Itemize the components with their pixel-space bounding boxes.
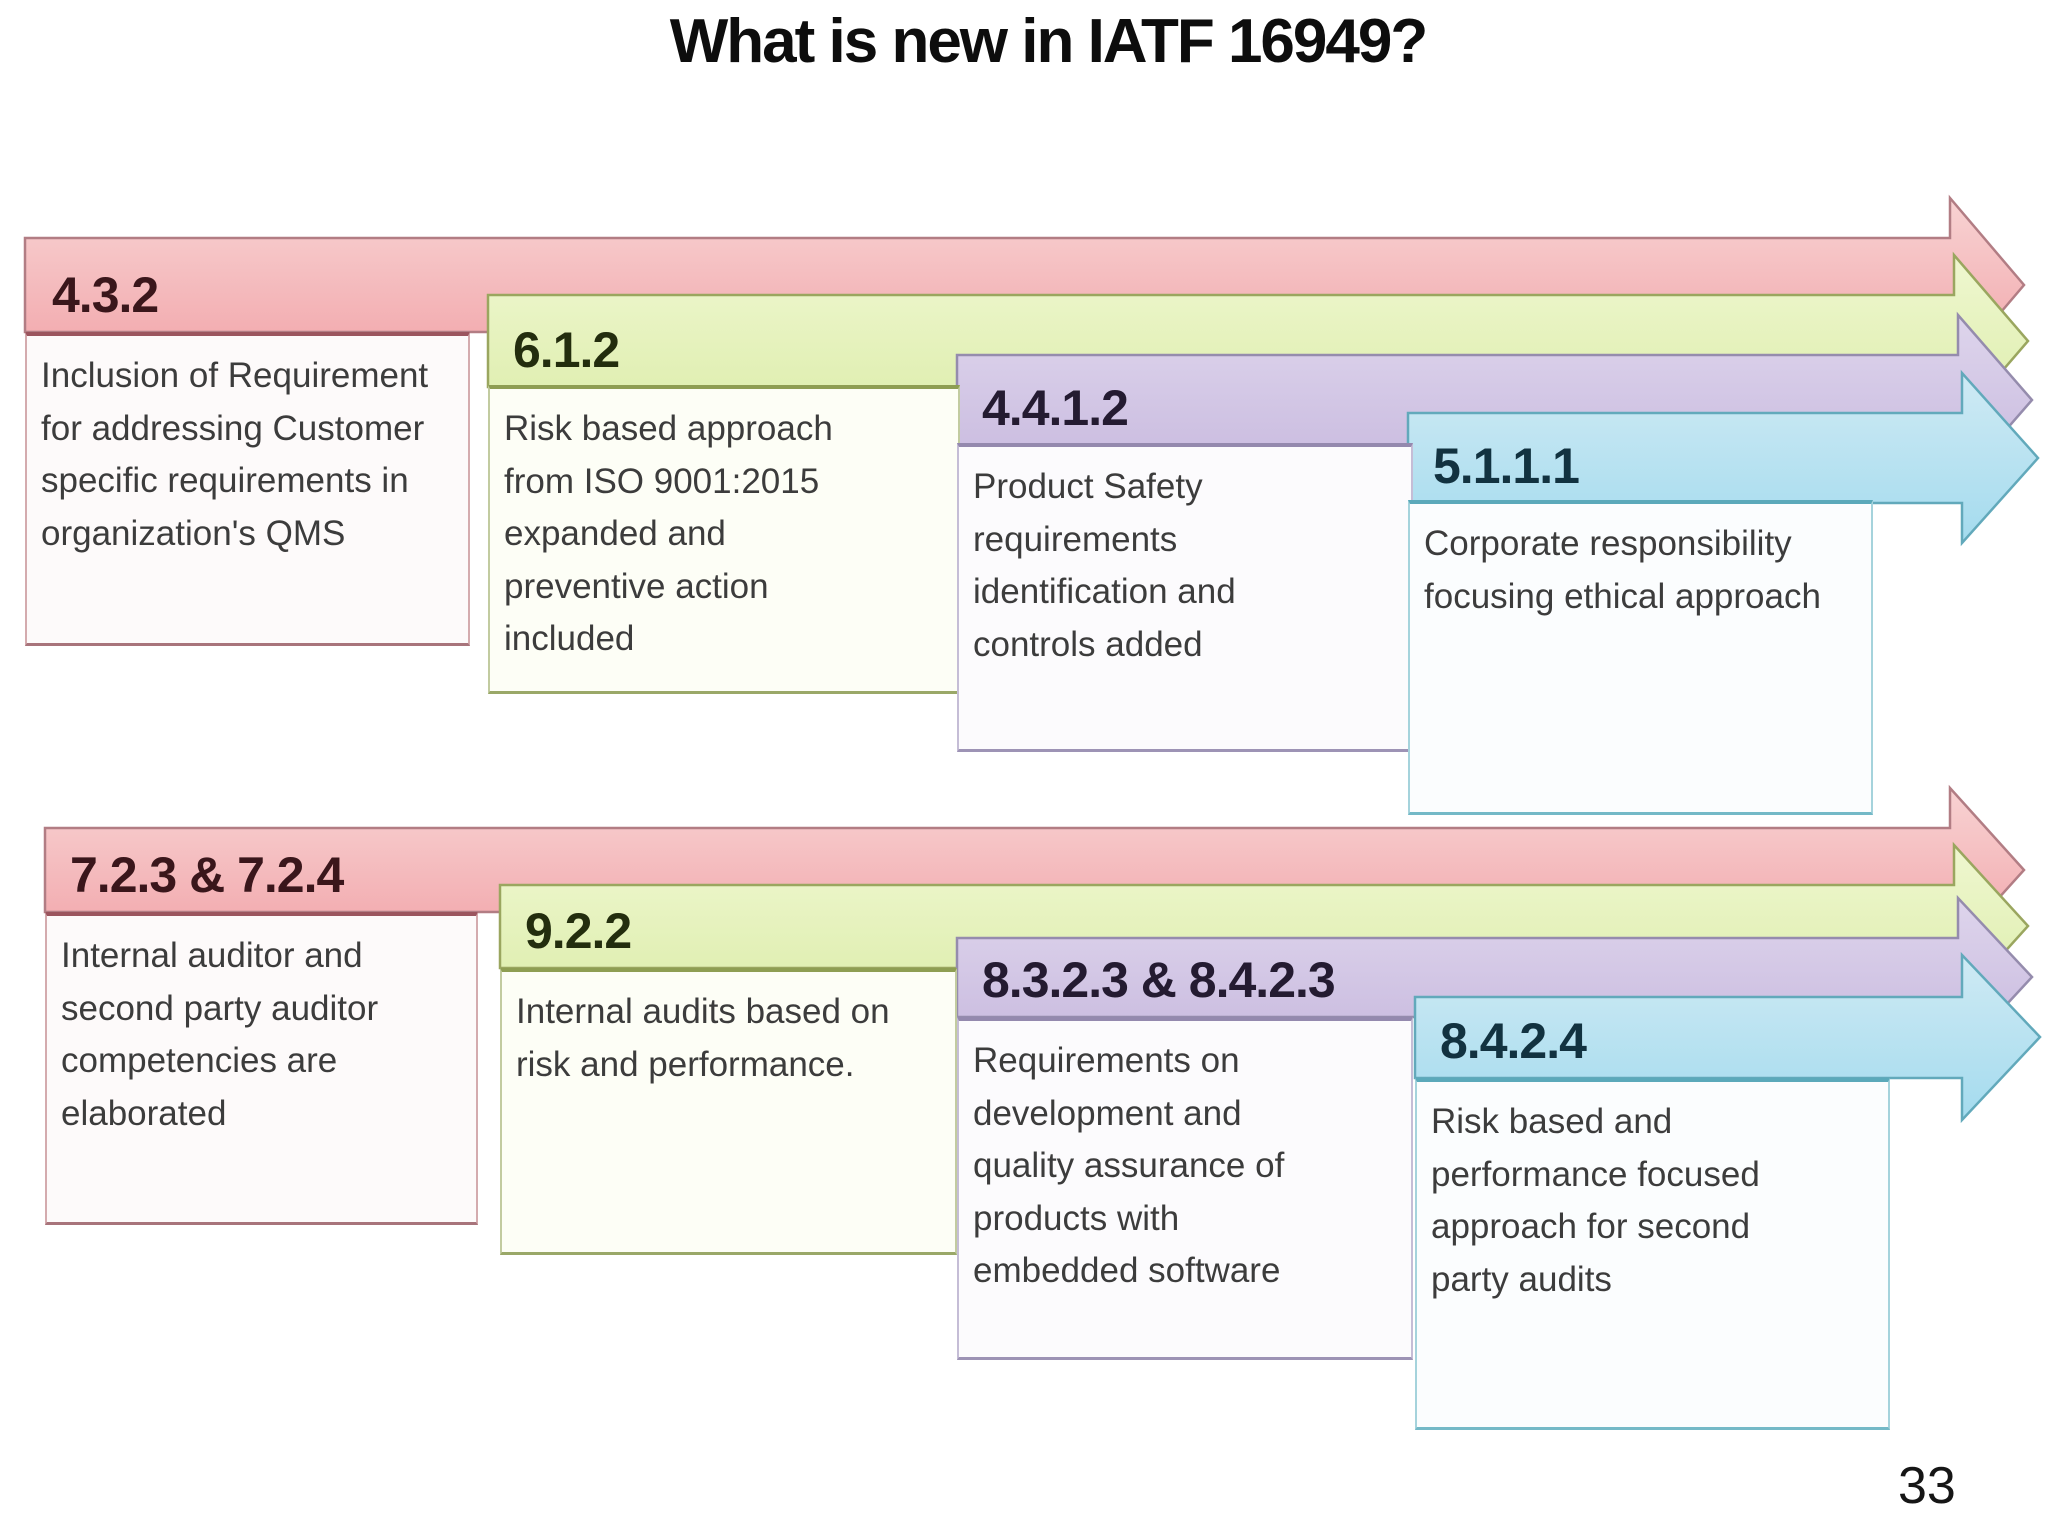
description-box-4-3-2: Inclusion of Requirement for addressing … [25,332,470,646]
clause-label-7-2-3: 7.2.3 & 7.2.4 [70,847,344,903]
clause-label-4-4-1-2: 4.4.1.2 [982,380,1129,436]
clause-label-8-4-2-4: 8.4.2.4 [1440,1013,1587,1069]
clause-label-8-3-2-3: 8.3.2.3 & 8.4.2.3 [982,952,1336,1008]
slide-title: What is new in IATF 16949? [669,7,1428,76]
clause-label-6-1-2: 6.1.2 [513,322,620,378]
description-box-8-4-2-4: Risk based and performance focused appro… [1415,1078,1890,1430]
description-box-9-2-2: Internal audits based on risk and perfor… [500,968,957,1255]
description-box-4-4-1-2: Product Safety requirements identificati… [957,443,1413,752]
clause-label-5-1-1-1: 5.1.1.1 [1433,438,1580,494]
description-box-7-2-3: Internal auditor and second party audito… [45,912,478,1225]
clause-label-4-3-2: 4.3.2 [52,267,159,323]
description-box-6-1-2: Risk based approach from ISO 9001:2015 e… [488,385,960,694]
clause-label-9-2-2: 9.2.2 [525,903,632,959]
page-number: 33 [1898,1457,1956,1515]
description-box-8-3-2-3: Requirements on development and quality … [957,1017,1413,1360]
description-box-5-1-1-1: Corporate responsibility focusing ethica… [1408,500,1873,815]
